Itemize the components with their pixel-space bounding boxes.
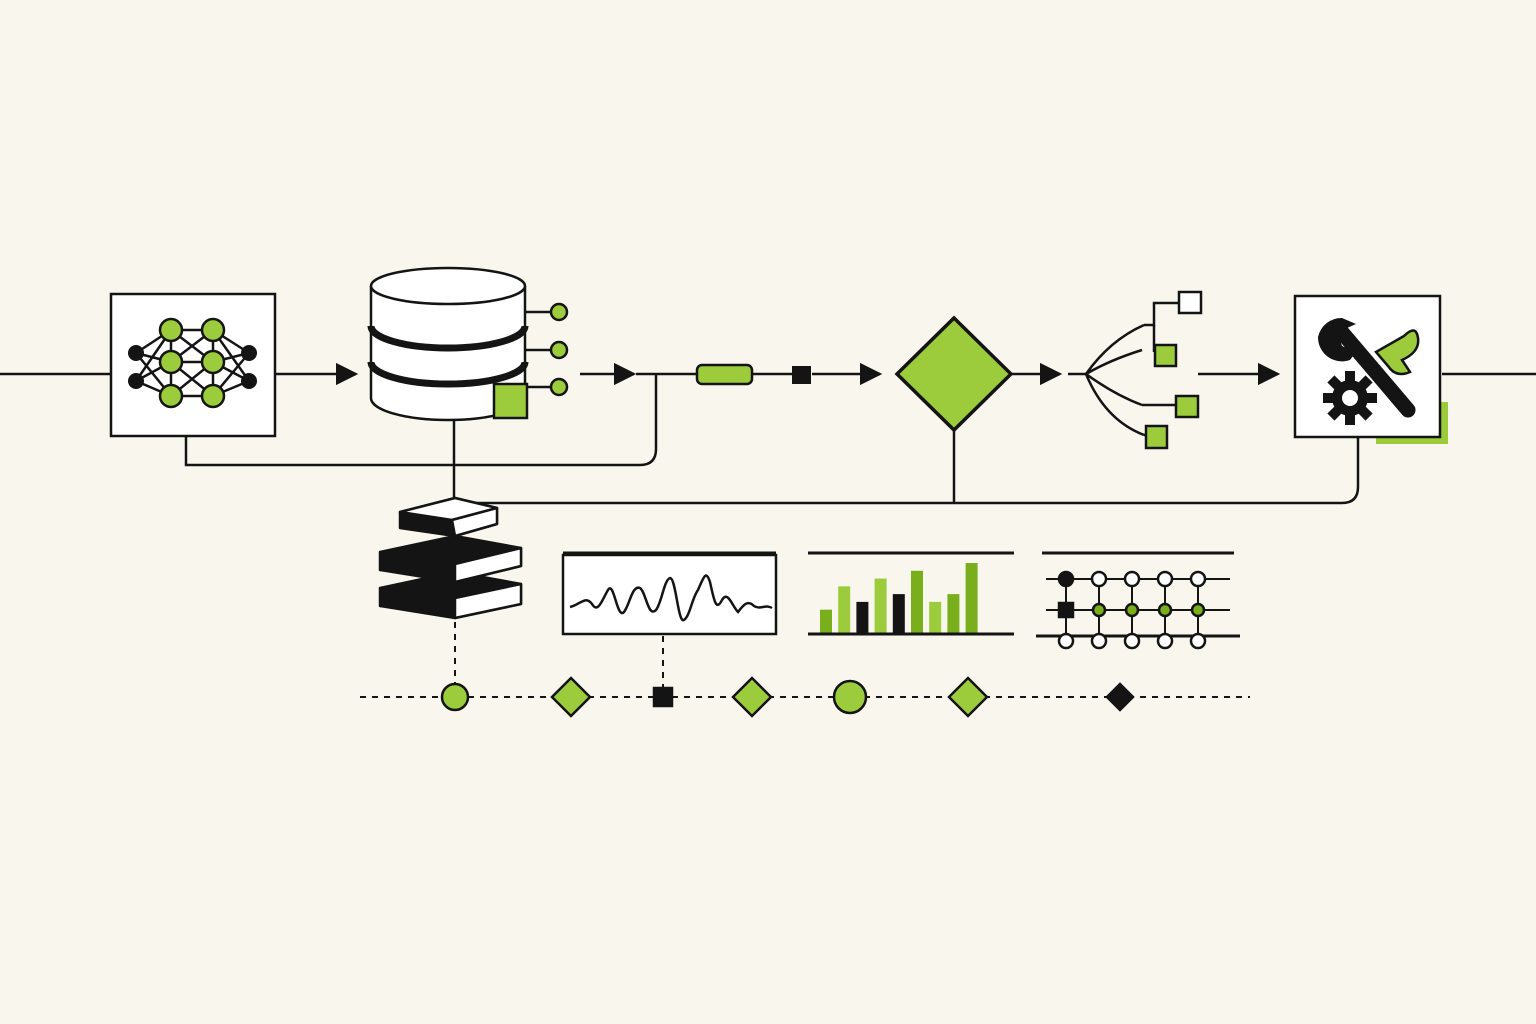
- connector-square-icon: [792, 366, 811, 384]
- timeline-marker-circle: [832, 679, 868, 715]
- timeline-marker-diamond: [947, 676, 989, 718]
- bar: [965, 563, 978, 633]
- bar-chart-bars: [820, 563, 978, 633]
- timeline-marker-square: [652, 686, 674, 708]
- bar-chart-icon: [808, 551, 1014, 636]
- waveform-chart-icon: [561, 551, 778, 636]
- timeline-markers: [440, 676, 1135, 718]
- bar: [911, 570, 923, 633]
- bar: [856, 601, 869, 633]
- tree-branch-icon: [1068, 290, 1203, 450]
- bar: [947, 594, 960, 633]
- wrench-gear-icon: [1317, 317, 1416, 425]
- stacked-layers-icon: [378, 496, 523, 620]
- pipeline-connector-stage: [695, 363, 811, 386]
- feedback-connectors: [184, 374, 1360, 505]
- bar: [874, 578, 887, 633]
- neural-network-stage: [109, 292, 277, 438]
- database-stage: [367, 266, 569, 422]
- timeline-marker-diamond: [550, 676, 592, 718]
- timeline: [360, 622, 1250, 698]
- leaf-icon: [1374, 329, 1420, 376]
- bar: [838, 586, 851, 633]
- timeline-marker-circle: [440, 682, 470, 712]
- node-grid-icon: [1036, 551, 1240, 650]
- bar: [820, 609, 832, 633]
- tools-stage: [1293, 294, 1448, 444]
- decision-diamond-icon: [894, 315, 1014, 433]
- database-cylinder-icon: [367, 266, 529, 422]
- bar: [892, 594, 905, 633]
- timeline-marker-diamond-dark: [1105, 682, 1135, 712]
- bar: [929, 601, 942, 633]
- timeline-marker-diamond: [731, 676, 773, 718]
- connector-capsule-icon: [695, 363, 754, 386]
